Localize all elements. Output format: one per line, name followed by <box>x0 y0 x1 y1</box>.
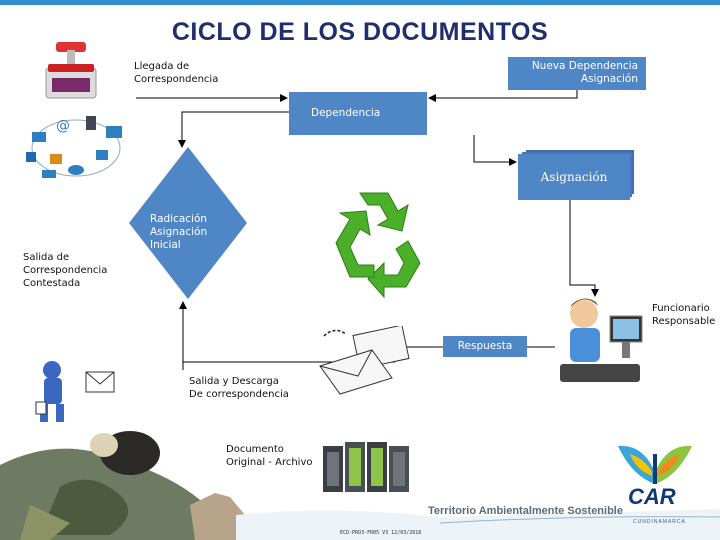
node-nueva-dependencia: Nueva Dependencia Asignación <box>508 57 646 90</box>
server-rack-icon <box>323 442 409 492</box>
node-asignacion: Asignación <box>518 154 630 200</box>
node-llegada-label: Llegada de Correspondencia <box>134 61 219 85</box>
node-funcionario-label: Funcionario Responsable <box>652 303 716 327</box>
logo-text: CAR <box>628 484 676 509</box>
node-respuesta: Respuesta <box>443 336 527 357</box>
worker-at-computer-icon <box>560 298 643 382</box>
stamp-icon <box>45 42 97 99</box>
recycle-icon <box>335 192 421 299</box>
node-salida-contestada-label: Salida de Correspondencia Contestada <box>23 252 108 289</box>
butterfly-logo <box>618 445 692 484</box>
wildlife-illustration <box>0 431 720 540</box>
document-code: ECD-PRO3-FR05 V3 12/03/2018 <box>340 530 422 536</box>
mail-carrier-icon <box>26 358 124 424</box>
communication-devices-icon: @ <box>26 116 122 178</box>
brand-slogan: Territorio Ambientalmente Sostenible <box>428 505 623 517</box>
envelope-icon <box>319 326 410 395</box>
node-radicacion-label: Radicación Asignación Inicial <box>150 213 208 251</box>
node-salida-descarga-label: Salida y Descarga De correspondencia <box>189 376 289 400</box>
node-documento-original-label: Documento Original - Archivo <box>226 444 313 468</box>
node-radicacion-diamond <box>129 147 247 299</box>
node-dependencia: Dependencia <box>289 92 427 135</box>
svg-text:@: @ <box>56 118 70 134</box>
top-accent-bar <box>0 0 720 5</box>
logo-subtext: CUNDINAMARCA <box>633 519 686 525</box>
page-title: CICLO DE LOS DOCUMENTOS <box>171 18 549 46</box>
